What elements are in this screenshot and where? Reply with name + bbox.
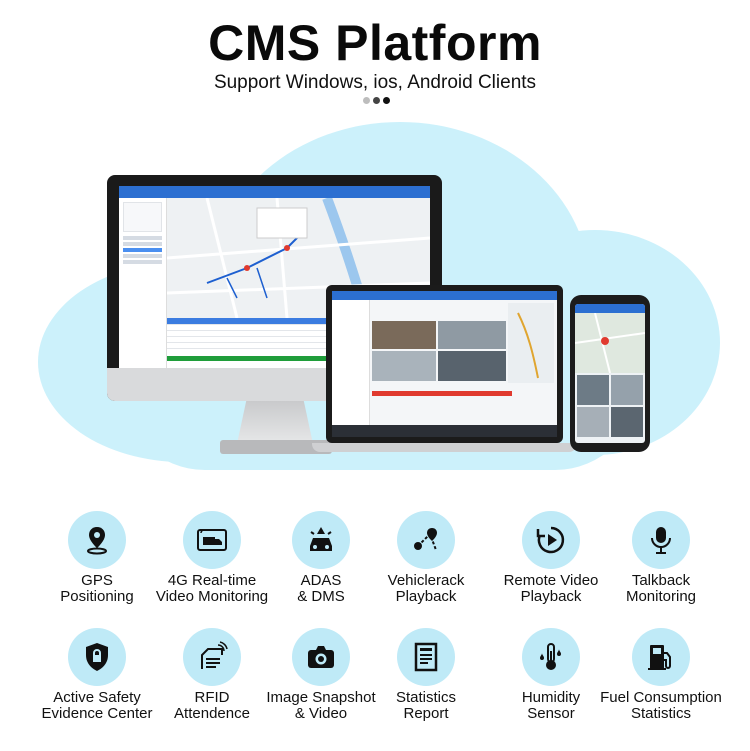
- route-icon: [397, 511, 455, 569]
- feature-label-line: Sensor: [527, 705, 575, 722]
- app-side-panel: [119, 198, 167, 368]
- camera-icon: [292, 628, 350, 686]
- location-pin-icon: [68, 511, 126, 569]
- feature-label-line: 4G Real-time: [167, 572, 257, 589]
- feature-label-line: Report: [403, 705, 449, 722]
- laptop-base: [312, 443, 577, 452]
- feature-label-line: ADAS: [300, 572, 342, 589]
- feature-item: Image Snapshot& Video: [259, 628, 383, 722]
- feature-label-line: Statistics: [630, 705, 691, 722]
- page-subtitle: Support Windows, ios, Android Clients: [213, 72, 537, 93]
- feature-item: ADAS& DMS: [259, 511, 383, 605]
- app-top-bar: [119, 186, 430, 198]
- page-title: CMS Platform: [208, 15, 542, 71]
- monitor-base: [220, 440, 332, 454]
- feature-label-line: Image Snapshot: [266, 689, 376, 706]
- smartphone: [570, 295, 650, 452]
- carousel-dot[interactable]: [383, 97, 390, 104]
- feature-label-line: Evidence Center: [41, 705, 153, 722]
- feature-label: Image Snapshot& Video: [259, 690, 383, 722]
- report-icon: [397, 628, 455, 686]
- feature-label-line: GPS: [81, 572, 113, 589]
- feature-label-line: Monitoring: [625, 588, 697, 605]
- feature-label-line: Playback: [520, 588, 582, 605]
- desktop-monitor: [107, 175, 442, 401]
- feature-label-line: Video Monitoring: [155, 588, 269, 605]
- microphone-icon: [632, 511, 690, 569]
- feature-label-line: Vehiclerack: [387, 572, 465, 589]
- car-warning-icon: [292, 511, 350, 569]
- feature-label-line: Playback: [395, 588, 457, 605]
- fuel-pump-icon: [632, 628, 690, 686]
- feature-label-line: RFID: [194, 689, 230, 706]
- rfid-card-icon: [183, 628, 241, 686]
- thermometer-icon: [522, 628, 580, 686]
- truck-video-icon: [183, 511, 241, 569]
- feature-label-line: & DMS: [297, 588, 345, 605]
- feature-label-line: Attendence: [174, 705, 250, 722]
- phone-app-screenshot: [575, 304, 645, 443]
- carousel-dot[interactable]: [373, 97, 380, 104]
- laptop-app-screenshot: [332, 291, 557, 437]
- carousel-dots: [363, 97, 390, 104]
- feature-label-line: Positioning: [60, 588, 134, 605]
- map-view: [166, 196, 430, 320]
- feature-label-line: Statistics: [395, 689, 456, 706]
- carousel-dot[interactable]: [363, 97, 370, 104]
- desktop-app-screenshot: [119, 186, 430, 368]
- feature-label-line: & Video: [294, 705, 348, 722]
- monitor-stand: [237, 401, 313, 443]
- feature-label-line: Remote Video: [503, 572, 599, 589]
- status-bar: [167, 356, 430, 361]
- feature-label: ADAS& DMS: [259, 573, 383, 605]
- replay-icon: [522, 511, 580, 569]
- laptop: [326, 285, 563, 443]
- feature-label-line: Active Safety: [53, 689, 141, 706]
- feature-label-line: Humidity: [521, 689, 581, 706]
- shield-lock-icon: [68, 628, 126, 686]
- feature-label-line: Talkback: [631, 572, 691, 589]
- feature-label-line: Fuel Consumption: [600, 689, 722, 706]
